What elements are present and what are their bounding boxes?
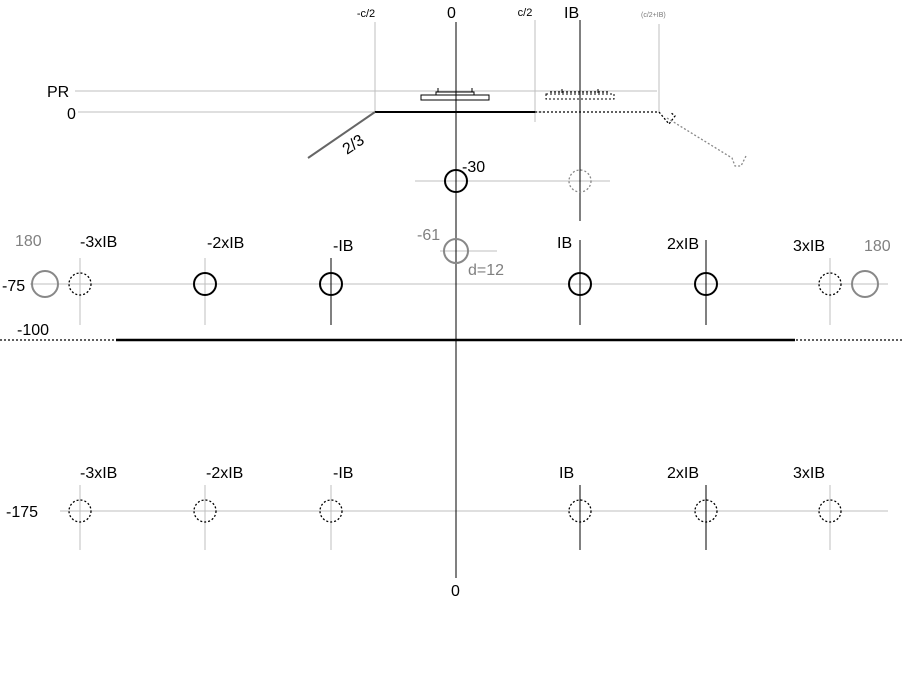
pipe-75-2ib [694, 272, 718, 296]
pipe-75-m2ib [193, 272, 217, 296]
label-175-m3ib: -3xIB [80, 465, 117, 482]
label-level-zero: 0 [67, 106, 76, 123]
pipe-175-mib [319, 499, 343, 523]
label-175-2ib: 2xIB [667, 465, 699, 482]
label-level-100: -100 [17, 322, 49, 339]
label-slope: 2/3 [340, 132, 368, 159]
pipe-75-mib [319, 272, 343, 296]
label-pr: PR [47, 84, 69, 101]
label-d12: d=12 [468, 262, 504, 279]
pipe-61 [443, 238, 469, 264]
pipe-30-existing [444, 169, 468, 193]
pipe-175-m2ib [193, 499, 217, 523]
pipe-175-3ib [818, 499, 842, 523]
label-75-3ib: 3xIB [793, 238, 825, 255]
label-175-mib: -IB [333, 465, 353, 482]
label-level-175: -175 [6, 504, 38, 521]
label-row-61: -61 [417, 227, 440, 244]
pipe-75-ib [568, 272, 592, 296]
label-c-half: c/2 [518, 7, 533, 19]
label-c-half-plus-ib: (c/2+IB) [641, 12, 666, 19]
label-75-m2ib: -2xIB [207, 235, 244, 252]
pipe-75-m3ib [68, 272, 92, 296]
pipe-30-future [568, 169, 592, 193]
slope-line [307, 111, 376, 159]
label-bottom-zero: 0 [451, 583, 460, 600]
pipe-175-2ib [694, 499, 718, 523]
label-top-zero: 0 [447, 5, 456, 22]
future-sleeper [545, 93, 615, 100]
pipe-75-left-180 [31, 270, 59, 298]
pipe-175-ib [568, 499, 592, 523]
future-slope-dotted [666, 117, 747, 167]
label-left-180: 180 [15, 233, 42, 250]
label-175-ib: IB [559, 465, 574, 482]
label-row-30: -30 [462, 159, 485, 176]
existing-rail-base [435, 91, 475, 96]
pipe-75-3ib [818, 272, 842, 296]
pipe-75-right-180 [851, 270, 879, 298]
existing-sleeper [420, 94, 490, 101]
label-175-m2ib: -2xIB [206, 465, 243, 482]
label-level-75: -75 [2, 278, 25, 295]
label-75-m3ib: -3xIB [80, 234, 117, 251]
label-neg-c-half: -c/2 [357, 8, 375, 20]
label-75-2ib: 2xIB [667, 236, 699, 253]
label-75-mib: -IB [333, 238, 353, 255]
label-ib: IB [564, 5, 579, 22]
label-75-ib: IB [557, 235, 572, 252]
label-right-180: 180 [864, 238, 891, 255]
pipe-175-m3ib [68, 499, 92, 523]
label-175-3ib: 3xIB [793, 465, 825, 482]
future-crest-dotted [535, 111, 676, 126]
